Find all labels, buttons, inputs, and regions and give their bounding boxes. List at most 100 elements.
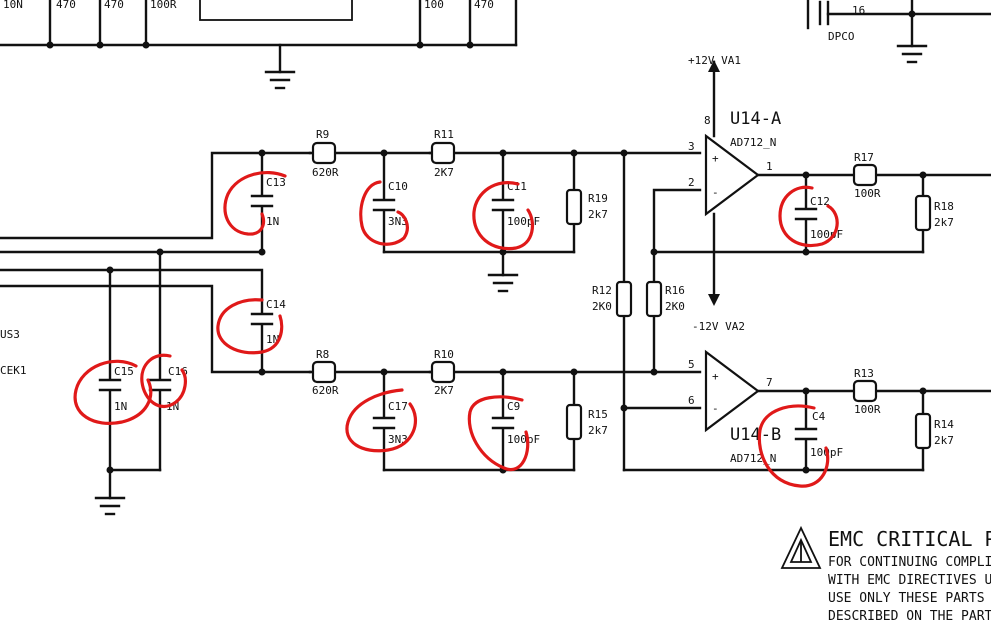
- u14b-pin-plus: 5: [688, 358, 695, 371]
- red-circle-mark: [73, 359, 153, 425]
- top-label-3: 470: [104, 0, 124, 11]
- resistor-r12: [615, 280, 633, 318]
- capacitor-c11: [491, 198, 515, 212]
- junction-dot: [802, 248, 810, 256]
- cross-wires: R12 2K0 R16 2K0: [592, 151, 925, 472]
- capacitor-c10: [372, 198, 396, 212]
- r10-value: 2K7: [434, 384, 454, 397]
- junction-dot: [919, 171, 927, 179]
- resistor-r9: [311, 141, 337, 165]
- u14a-ref: U14-A: [730, 109, 781, 129]
- red-circle-mark: [472, 181, 535, 251]
- junction-dot: [258, 149, 266, 157]
- c10-value: 3N3: [388, 215, 408, 228]
- resistor-r16: [645, 280, 663, 318]
- emc-line-2: WITH EMC DIRECTIVES USE: [828, 573, 991, 588]
- emc-line-3: USE ONLY THESE PARTS: [828, 591, 985, 606]
- r16-wire: [652, 188, 702, 374]
- red-circle-mark: [223, 171, 287, 236]
- red-circle-mark: [140, 353, 187, 409]
- c12-value: 100pF: [810, 228, 843, 241]
- resistor-r13: [852, 379, 878, 403]
- c17-ref: C17: [388, 400, 408, 413]
- c15-value: 1N: [114, 400, 127, 413]
- emc-line-1: FOR CONTINUING COMPLIANCE: [828, 555, 991, 570]
- top-label-2: 470: [56, 0, 76, 11]
- lower-channel: C14 1N C15 1N C16 1N R8 620R: [0, 248, 702, 516]
- capacitor-c17: [372, 416, 396, 430]
- r15-value: 2k7: [588, 424, 608, 437]
- u14b-minus-sign: -: [712, 402, 719, 415]
- u14b-pin-out: 7: [766, 376, 773, 389]
- junction-dot: [570, 149, 578, 157]
- resistor-r10: [430, 360, 456, 384]
- junction-dot: [570, 368, 578, 376]
- u14a-supply-pin: 8: [704, 114, 711, 127]
- r11-value: 2K7: [434, 166, 454, 179]
- junction-dot: [106, 466, 114, 474]
- top-right-cap-label: 16: [852, 4, 865, 17]
- red-circle-mark: [359, 180, 409, 246]
- u14a-plus-sign: +: [712, 152, 719, 165]
- c9-value: 100pF: [507, 433, 540, 446]
- resistor-r17: [852, 163, 878, 187]
- junction-dot: [106, 266, 114, 274]
- c4-ref: C4: [812, 410, 826, 423]
- top-right-cap-value: DPCO: [828, 30, 855, 43]
- red-circle-mark: [778, 185, 839, 248]
- r8-value: 620R: [312, 384, 339, 397]
- r14-ref: R14: [934, 418, 954, 431]
- c15-ref: C15: [114, 365, 134, 378]
- capacitor-c4: [794, 427, 818, 441]
- junction-dot: [46, 41, 54, 49]
- capacitor-c14: [250, 312, 274, 326]
- top-label-1: 10N: [3, 0, 23, 11]
- lower-input-wire-2: [0, 268, 264, 374]
- r19-ref: R19: [588, 192, 608, 205]
- r18-value: 2k7: [934, 216, 954, 229]
- capacitor-c9: [491, 416, 515, 430]
- junction-dot: [466, 41, 474, 49]
- left-label-1: US3: [0, 328, 20, 341]
- opamp-u14b: + - 5 6 7 U14-B AD712_N C4 100pF R13 100…: [688, 349, 991, 474]
- c13-ref: C13: [266, 176, 286, 189]
- r12-ref: R12: [592, 284, 612, 297]
- junction-dot: [499, 368, 507, 376]
- capacitor-c15: [98, 378, 122, 392]
- r10-ref: R10: [434, 348, 454, 361]
- u14a-pin-minus: 2: [688, 176, 695, 189]
- vminus-label: -12V VA2: [692, 320, 745, 333]
- u14a-minus-sign: -: [712, 186, 719, 199]
- top-label-5: 100: [424, 0, 444, 11]
- resistor-r8: [311, 360, 337, 384]
- resistor-r11: [430, 141, 456, 165]
- resistor-r19: [565, 188, 583, 226]
- r19-value: 2k7: [588, 208, 608, 221]
- ground-symbol: [264, 70, 296, 90]
- junction-dot: [802, 466, 810, 474]
- ground-symbol: [94, 496, 126, 516]
- u14b-pin-minus: 6: [688, 394, 695, 407]
- u14a-part: AD712_N: [730, 136, 776, 149]
- junction-dot: [908, 10, 916, 18]
- r16-ref: R16: [665, 284, 685, 297]
- upper-channel: C13 1N R9 620R C10 3N3 R11 2K7 C11 100pF: [0, 128, 702, 293]
- junction-dot: [156, 248, 164, 256]
- emc-line-4: DESCRIBED ON THE PARTS LIST: [828, 609, 991, 624]
- lower-input-wire: [0, 284, 312, 374]
- c12-ref: C12: [810, 195, 830, 208]
- red-circle-mark: [216, 298, 284, 355]
- resistor-r14: [914, 412, 932, 450]
- c11-value: 100pF: [507, 215, 540, 228]
- r18-ref: R18: [934, 200, 954, 213]
- junction-dot: [416, 41, 424, 49]
- red-circle-mark: [757, 404, 830, 488]
- resistor-r15: [565, 403, 583, 441]
- junction-dot: [650, 248, 658, 256]
- red-circle-mark: [467, 395, 530, 472]
- r16-value: 2K0: [665, 300, 685, 313]
- u14a-pin-out: 1: [766, 160, 773, 173]
- junction-dot: [499, 149, 507, 157]
- c13-value: 1N: [266, 215, 279, 228]
